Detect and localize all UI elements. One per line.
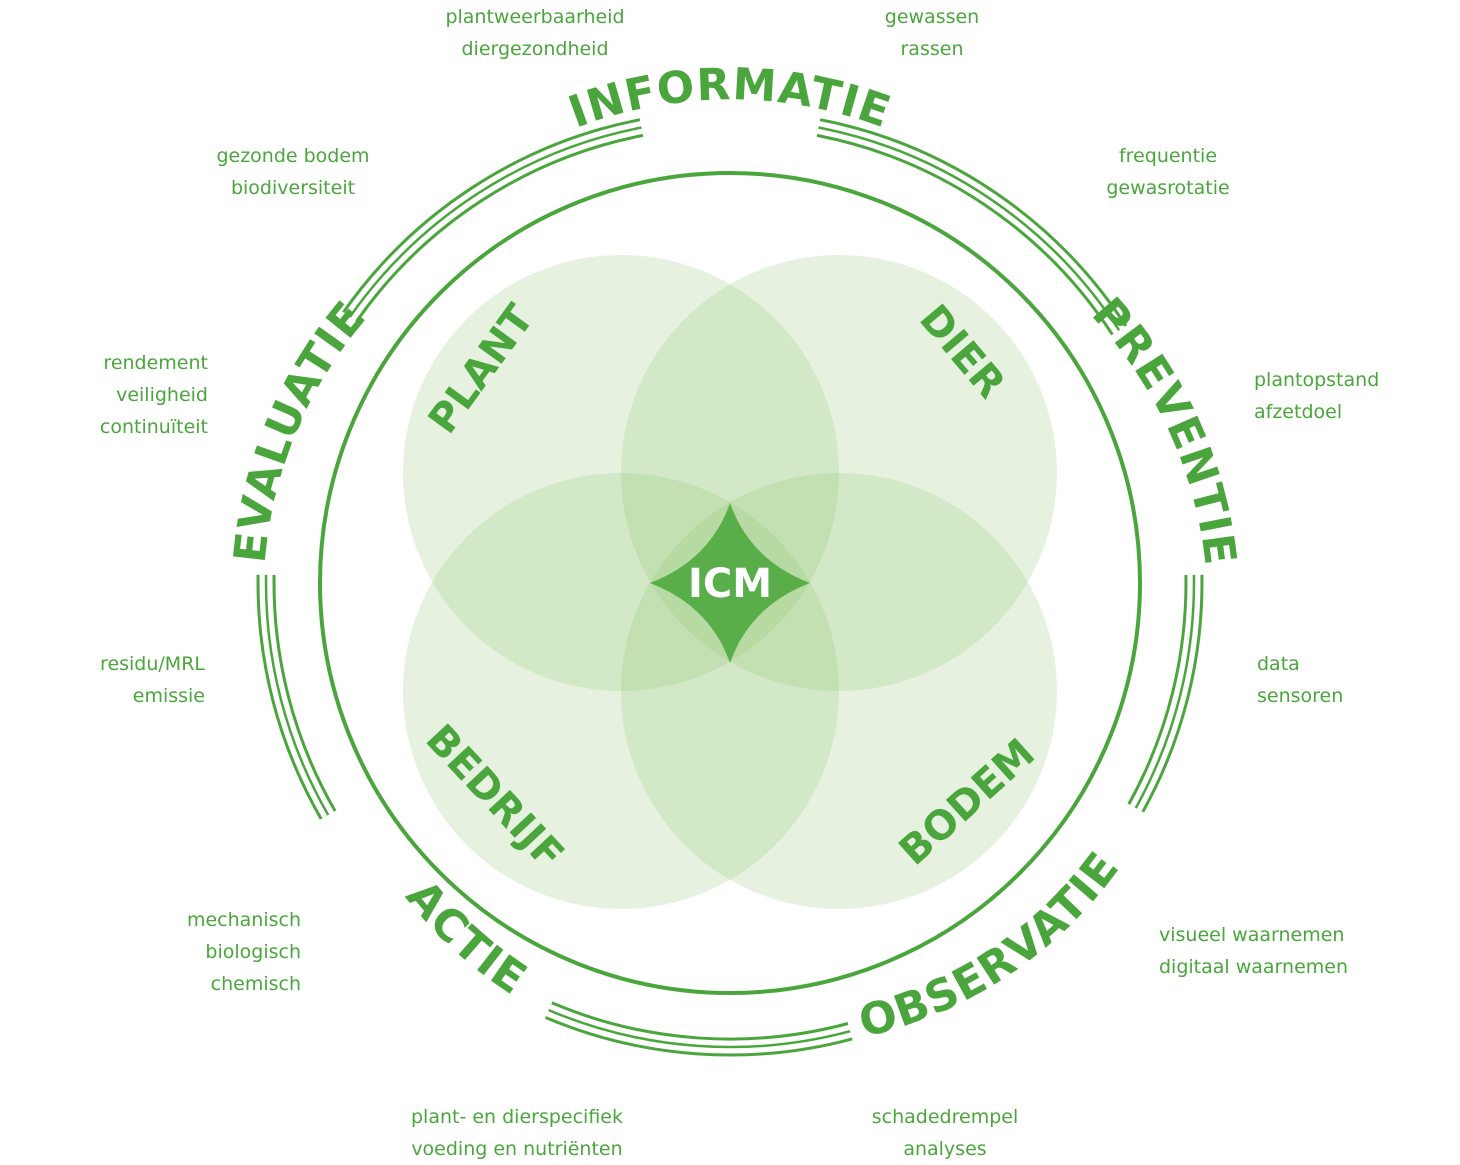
outer-ring-arc (348, 126, 642, 318)
ring-label-informatie: INFORMATIE (562, 59, 897, 138)
note-line: schadedrempel (871, 1106, 1019, 1128)
icm-core-shape (650, 503, 810, 663)
note-line: gewassen (884, 6, 980, 28)
note-line: digitaal waarnemen (1159, 956, 1349, 978)
note-line: afzetdoel (1254, 401, 1343, 423)
ring-label-actie: ACTIE (396, 871, 536, 1005)
note-bottom-right: schadedrempel analyses (850, 1101, 1040, 1165)
note-line: gewasrotatie (1106, 177, 1230, 199)
ring-label-preventie: PREVENTIE (1082, 288, 1246, 568)
note-line: biodiversiteit (230, 177, 356, 199)
note-line: biologisch (205, 941, 301, 963)
outer-cycle-ring (256, 118, 1204, 1057)
outer-ring-arc (818, 126, 1121, 331)
note-line: rendement (103, 352, 208, 374)
outer-ring-arc (1141, 574, 1204, 813)
outer-ring-arc (342, 118, 641, 314)
note-line: rassen (900, 38, 964, 60)
icm-core-label: ICM (688, 561, 772, 607)
note-line: visueel waarnemen (1159, 924, 1345, 946)
note-right-lower: data sensoren (1257, 648, 1417, 712)
note-line: veiligheid (116, 384, 208, 406)
outer-ring-arc (256, 574, 323, 820)
note-line: residu/MRL (100, 653, 205, 675)
note-top-left: plantweerbaarheid diergezondheid (420, 1, 650, 65)
note-line: analyses (903, 1138, 987, 1160)
outer-ring-arc (545, 1016, 853, 1057)
ring-label-evaluatie: EVALUATIE (225, 292, 376, 566)
note-bottom-left: plant- en dierspecifiek voeding en nutri… (387, 1101, 647, 1165)
note-line: frequentie (1118, 145, 1218, 167)
note-left-lower: residu/MRL emissie (40, 648, 205, 712)
note-line: plantweerbaarheid (445, 6, 625, 28)
outer-ring-arc (264, 574, 330, 816)
note-line: plant- en dierspecifiek (410, 1106, 623, 1128)
note-line: chemisch (210, 973, 301, 995)
outer-ring-arc (1134, 574, 1196, 809)
note-line: continuïteit (99, 416, 208, 438)
outer-ring-arc (1127, 574, 1188, 805)
petal-bodem (621, 473, 1057, 909)
note-line: data (1257, 653, 1300, 675)
note-line: gezonde bodem (216, 145, 370, 167)
outer-ring-arc (272, 574, 337, 812)
outer-ring-arc (355, 133, 644, 323)
note-right-upper: plantopstand afzetdoel (1254, 364, 1434, 428)
note-lower-right: visueel waarnemen digitaal waarnemen (1159, 919, 1419, 983)
inner-ring (318, 171, 1142, 995)
note-upper-right: frequentie gewasrotatie (1088, 140, 1248, 204)
note-line: emissie (132, 685, 205, 707)
note-line: plantopstand (1254, 369, 1380, 391)
note-line: voeding en nutriënten (411, 1138, 623, 1160)
ring-label-evaluatie-path: EVALUATIE (225, 292, 375, 566)
ring-label-preventie-path: PREVENTIE (1082, 288, 1245, 568)
ring-label-actie-path: ACTIE (396, 871, 535, 1005)
outer-ring-arc (548, 1008, 851, 1049)
note-line: sensoren (1257, 685, 1344, 707)
note-top-right: gewassen rassen (852, 1, 1012, 65)
outer-ring-arc (551, 1001, 849, 1041)
note-line: mechanisch (186, 909, 301, 931)
note-left-upper: rendement veiligheid continuïteit (40, 347, 208, 443)
outer-ring-arc (819, 118, 1128, 327)
outer-ring-arc (816, 133, 1114, 336)
note-upper-left: gezonde bodem biodiversiteit (198, 140, 388, 204)
note-lower-left: mechanisch biologisch chemisch (130, 904, 301, 1000)
note-line: diergezondheid (461, 38, 609, 60)
ring-label-informatie-path: INFORMATIE (562, 59, 896, 138)
